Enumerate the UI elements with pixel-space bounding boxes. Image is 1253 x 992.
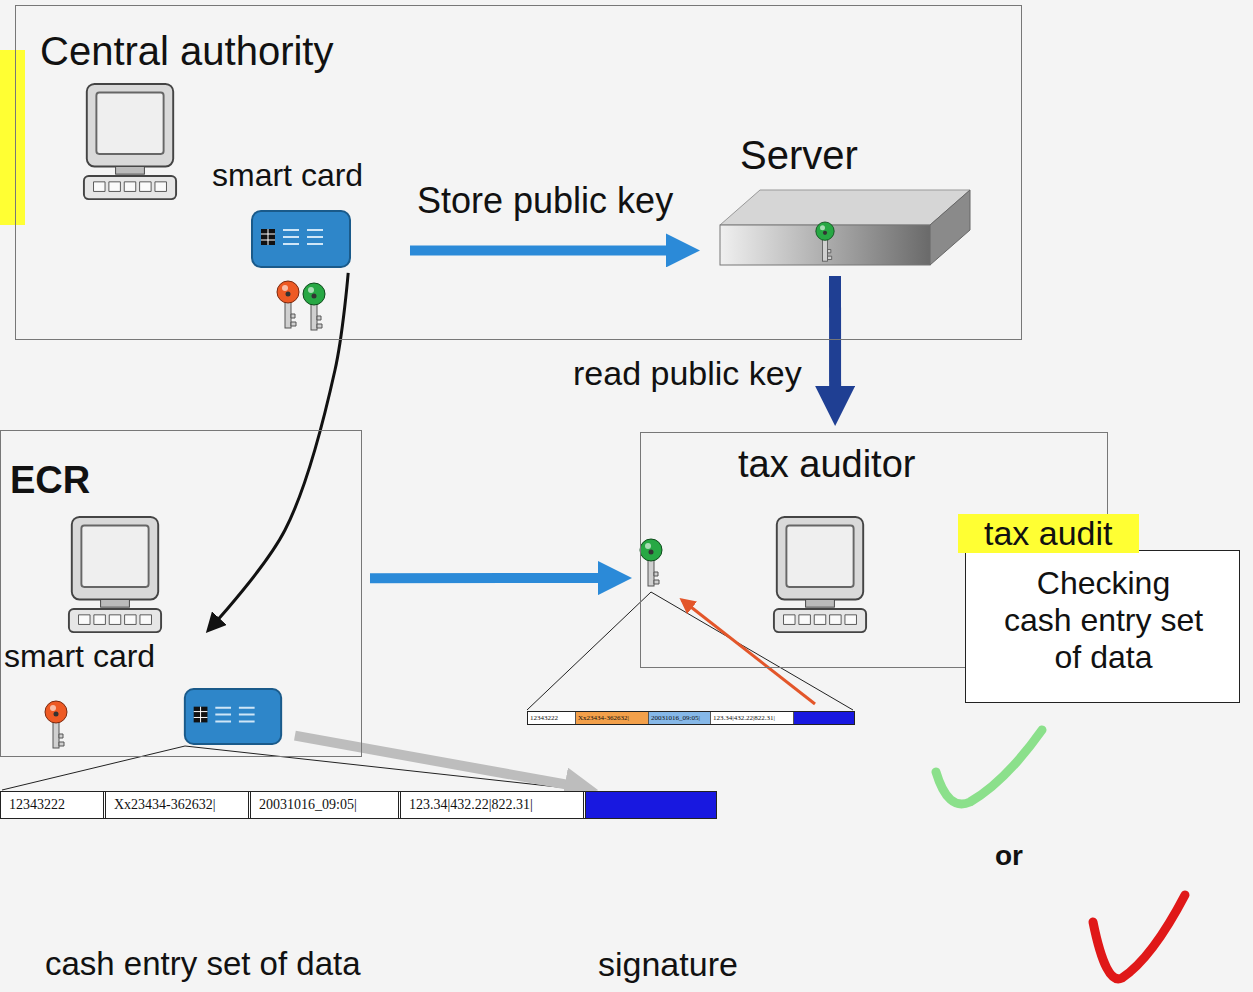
server-node: Server	[720, 130, 970, 270]
node-title: Central authority	[40, 28, 333, 74]
zoom-lines	[2, 592, 853, 790]
table-cell: 12343222	[528, 712, 576, 724]
edge-label: read public key	[570, 353, 805, 394]
private-key-icon	[45, 701, 67, 748]
node-title: ECR	[10, 459, 90, 503]
node-title: smart card	[212, 157, 363, 194]
signature-cell	[794, 712, 854, 724]
table-cell: 123.34|432.22|822.31|	[401, 792, 586, 818]
node-title: Checking cash entry set of data	[1001, 565, 1206, 675]
table-cell: Xx23434-362632|	[576, 712, 649, 724]
record-strip: 12343222Xx23434-362632|20031016_09:05|12…	[527, 711, 855, 725]
node-title: smart card	[4, 638, 155, 675]
check-box: tax auditChecking cash entry set of data	[965, 550, 1240, 703]
node-title: Server	[740, 132, 858, 178]
table-cell: 20031016_09:05|	[649, 712, 711, 724]
valid-check	[936, 730, 1042, 804]
heading-tag: tax audit	[958, 514, 1139, 553]
transfer-arrow	[370, 573, 612, 583]
smart-card-node: smart card	[210, 155, 390, 270]
private-key-icon	[277, 281, 299, 328]
record-strip: 12343222Xx23434-362632|20031016_09:05|12…	[0, 791, 717, 819]
public-key-icon	[640, 539, 662, 586]
smart-card-icon	[185, 689, 281, 744]
server-top	[720, 190, 970, 225]
computer-icon	[774, 517, 866, 632]
verify-arrow	[682, 600, 815, 704]
distribution-arrow	[214, 273, 348, 624]
zoom-line	[527, 592, 651, 710]
public-key-icon	[816, 222, 834, 261]
server-box	[720, 190, 970, 265]
table-cell: 12343222	[1, 792, 106, 818]
signature-cell	[586, 792, 716, 818]
table-cell: 20031016_09:05|	[251, 792, 401, 818]
zoom-line	[2, 746, 185, 790]
ecr-box: ECR smart card	[0, 430, 362, 757]
table-cell: Xx23434-362632|	[106, 792, 251, 818]
read-arrow	[829, 276, 841, 402]
invalid-check	[1093, 895, 1185, 979]
caption-label: cash entry set of data	[45, 945, 361, 983]
zoom-line	[651, 592, 853, 710]
computer-icon	[69, 517, 161, 632]
or-label: or	[995, 840, 1023, 872]
computer-icon	[84, 84, 176, 199]
smart-card-icon	[252, 211, 350, 267]
highlight-bar	[0, 50, 25, 225]
store-arrow	[410, 245, 680, 255]
table-cell: 123.34|432.22|822.31|	[711, 712, 794, 724]
public-key-icon	[303, 283, 325, 330]
server-side	[930, 190, 970, 265]
smart-card-node: smart card	[4, 636, 289, 752]
edge-label: Store public key	[414, 179, 676, 222]
signing-arrow	[295, 736, 578, 787]
authority-box: Central authority smart card Server	[15, 5, 1022, 340]
caption-label: signature	[598, 945, 738, 984]
node-title: tax auditor	[738, 443, 915, 487]
